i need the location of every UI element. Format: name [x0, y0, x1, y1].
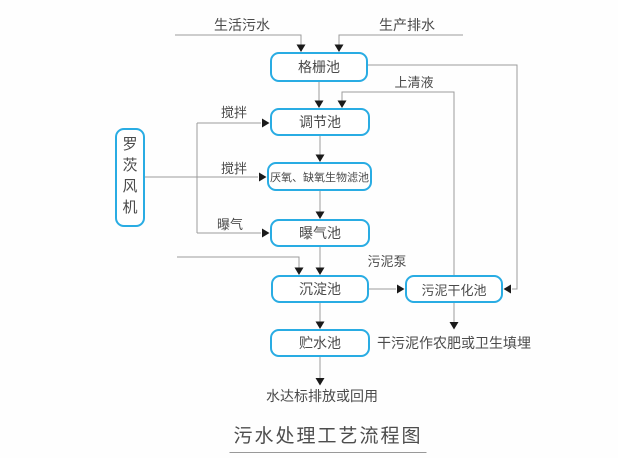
label-treated-water-output: 水达标排放或回用	[266, 389, 378, 405]
node-storage-pool: 贮水池	[270, 329, 370, 357]
node-sludge-drying-pool: 污泥干化池	[405, 275, 503, 303]
node-biofilter-pool: 厌氧、缺氧生物滤池	[267, 162, 372, 191]
node-roots-blower: 罗茨风机	[115, 128, 145, 227]
diagram-title: 污水处理工艺流程图	[229, 421, 427, 453]
label-stir-2: 搅拌	[220, 162, 248, 177]
node-aeration-pool: 曝气池	[270, 219, 370, 247]
label-supernatant: 上清液	[394, 76, 434, 91]
label-dry-sludge-output: 干污泥作农肥或卫生填埋	[377, 336, 531, 352]
node-grating-pool: 格栅池	[270, 52, 368, 82]
node-regulating-pool: 调节池	[270, 108, 370, 136]
label-production-drainage: 生产排水	[379, 18, 435, 34]
label-domestic-sewage: 生活污水	[214, 18, 270, 34]
label-aerate: 曝气	[216, 218, 244, 233]
label-stir-1: 搅拌	[220, 106, 248, 121]
node-sedimentation-pool: 沉淀池	[271, 275, 369, 303]
label-sludge-pump: 污泥泵	[367, 255, 407, 270]
